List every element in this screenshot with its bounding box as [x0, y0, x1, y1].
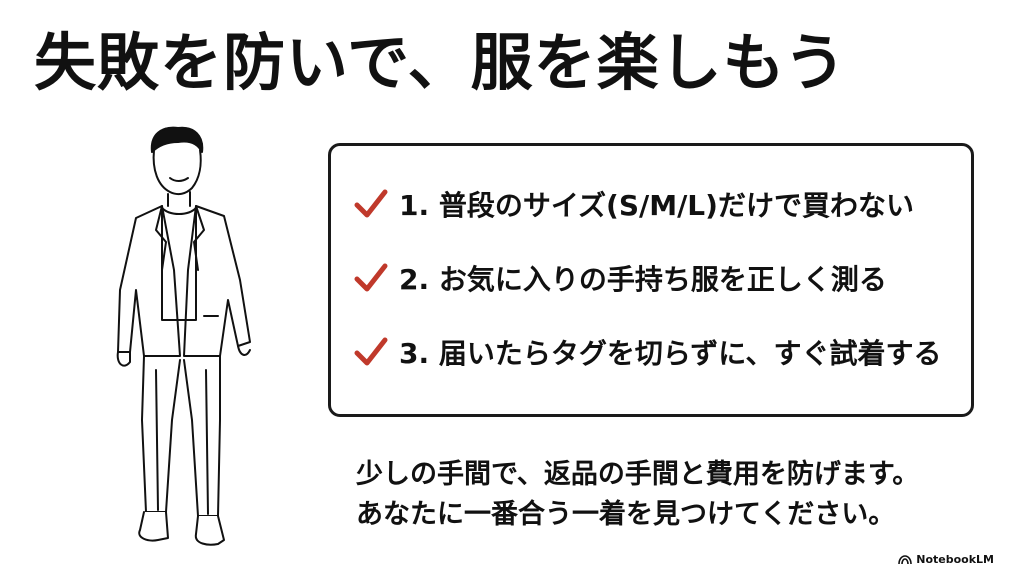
slide-title: 失敗を防いで、服を楽しもう [34, 26, 847, 99]
checklist-box: 1. 普段のサイズ(S/M/L)だけで買わない 2. お気に入りの手持ち服を正し… [328, 143, 974, 417]
man-in-suit-illustration [116, 126, 251, 546]
brand-badge: NotebookLM [898, 553, 994, 566]
checkmark-icon [354, 263, 388, 292]
checklist-item-text: 2. お気に入りの手持ち服を正しく測る [399, 263, 887, 296]
checkmark-icon [354, 189, 388, 218]
checkmark-icon [354, 337, 388, 366]
footer-line: あなたに一番合う一着を見つけてください。 [356, 499, 896, 530]
checklist-item-text: 3. 届いたらタグを切らずに、すぐ試着する [399, 337, 942, 370]
checklist-item: 1. 普段のサイズ(S/M/L)だけで買わない [353, 182, 914, 226]
footer-line: 少しの手間で、返品の手間と費用を防げます。 [356, 459, 920, 490]
footer-message: 少しの手間で、返品の手間と費用を防げます。 あなたに一番合う一着を見つけてくださ… [356, 455, 919, 535]
notebooklm-logo-icon [898, 554, 913, 564]
brand-name: NotebookLM [916, 553, 994, 566]
checklist-item-text: 1. 普段のサイズ(S/M/L)だけで買わない [399, 189, 914, 222]
checklist-item: 2. お気に入りの手持ち服を正しく測る [353, 256, 887, 300]
checklist-item: 3. 届いたらタグを切らずに、すぐ試着する [353, 330, 941, 374]
